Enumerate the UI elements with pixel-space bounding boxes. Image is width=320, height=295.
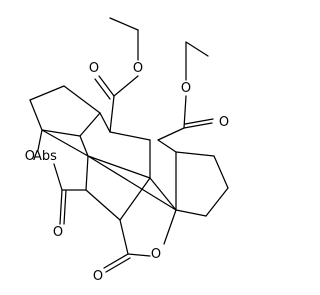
bond xyxy=(41,129,89,157)
bond xyxy=(213,155,229,189)
bond xyxy=(94,78,111,100)
bond xyxy=(109,95,115,133)
bond xyxy=(185,41,209,57)
bond xyxy=(37,129,43,151)
bond xyxy=(149,177,177,211)
bond xyxy=(63,85,101,114)
oxygen-ester-left: O xyxy=(133,61,143,76)
bond xyxy=(183,95,187,129)
bond xyxy=(85,189,121,221)
bond xyxy=(105,257,131,273)
bond xyxy=(119,177,151,221)
bond-layer xyxy=(29,17,229,273)
atom-label-layer: O O O O O Abs O O O xyxy=(25,61,229,284)
bond xyxy=(157,127,185,141)
oxygen-carbonyl-left: O xyxy=(89,61,99,76)
oxygen-ring-right: O xyxy=(151,247,161,262)
bond xyxy=(79,112,101,137)
bond xyxy=(59,189,63,225)
bond xyxy=(87,155,151,179)
bond xyxy=(163,209,177,245)
bond xyxy=(175,151,215,157)
bond xyxy=(103,253,129,269)
bond xyxy=(98,75,115,97)
bond xyxy=(41,129,81,137)
bond xyxy=(63,189,67,225)
bond xyxy=(79,135,89,157)
oxygen-ester-right: O xyxy=(181,81,191,96)
oxygen-ring-left: O xyxy=(25,149,35,164)
bond xyxy=(175,209,207,217)
bond xyxy=(109,17,139,31)
bond xyxy=(29,85,65,101)
abs-stereo-label: Abs xyxy=(33,149,57,164)
bond xyxy=(127,253,151,257)
bond xyxy=(29,99,43,131)
molecule-svg: O O O O O Abs O O O xyxy=(25,17,229,284)
bond xyxy=(99,112,111,133)
oxygen-lactone-left: O xyxy=(53,225,63,240)
bond xyxy=(183,122,213,129)
oxygen-carbonyl-right: O xyxy=(219,115,229,130)
bond xyxy=(53,163,63,191)
bond xyxy=(184,118,214,125)
bond xyxy=(85,155,89,191)
molecule-structure-diagram: O O O O O Abs O O O xyxy=(25,17,229,284)
bond xyxy=(205,187,229,217)
oxygen-lactone-right: O xyxy=(93,269,103,284)
bond xyxy=(157,139,177,153)
bond xyxy=(87,155,177,211)
bond xyxy=(113,75,139,97)
bond xyxy=(119,219,129,255)
bond xyxy=(109,131,151,141)
